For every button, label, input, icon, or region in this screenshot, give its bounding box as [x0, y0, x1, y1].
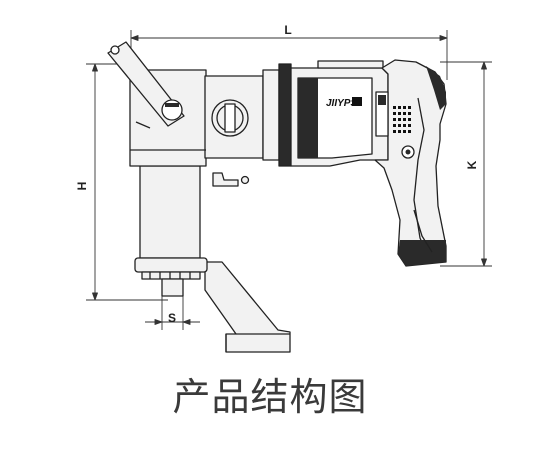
- reaction-arm: [204, 261, 291, 353]
- diagram-caption: 产品结构图: [172, 375, 368, 419]
- brand-logo: JIIYPS: [326, 96, 366, 109]
- gearbox-head: [129, 69, 264, 187]
- dim-label-length: L: [284, 23, 291, 37]
- trigger-switch: [375, 91, 415, 159]
- pistol-grip: [374, 59, 447, 267]
- vent-grid: [393, 106, 411, 133]
- output-housing: [134, 165, 208, 297]
- dim-label-height: H: [75, 182, 89, 191]
- dim-label-handle-height: K: [465, 160, 479, 169]
- power-cord-guard: [413, 209, 433, 253]
- adjustment-lever: [107, 41, 185, 129]
- brand-mark: JIIYPS: [326, 98, 357, 109]
- motor-body: [262, 60, 389, 167]
- dim-label-square-drive: S: [168, 311, 176, 325]
